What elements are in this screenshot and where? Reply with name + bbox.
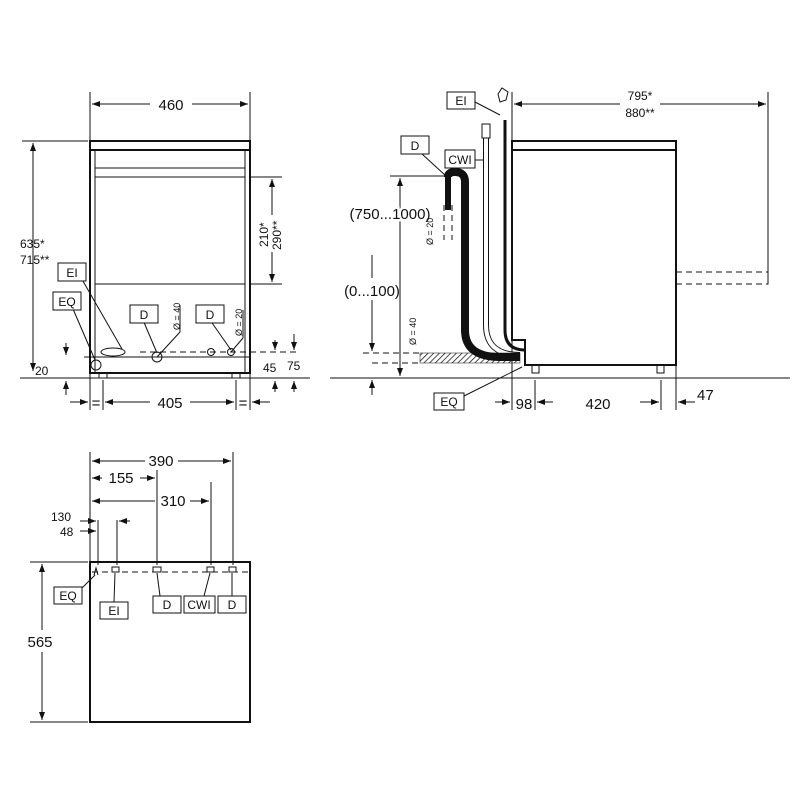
equipotential-terminal <box>90 359 102 371</box>
dimension-155: 155 <box>108 470 133 487</box>
label-electric-inlet: EI <box>66 266 77 280</box>
height-dimension-tall: 715** <box>20 253 50 267</box>
drain-diameter-20-label: Ø = 20 <box>425 218 435 245</box>
drain-outlet-small <box>207 348 215 356</box>
dimension-98: 98 <box>516 396 533 413</box>
panel-dimension-tall: 290** <box>270 220 284 250</box>
drain-diameter-40-label: Ø = 40 <box>408 318 418 345</box>
label-equipotential-plan: EQ <box>59 589 76 603</box>
power-cable <box>503 120 526 352</box>
dimension-390: 390 <box>148 453 173 470</box>
label-equipotential: EQ <box>58 295 75 309</box>
floor-drain-range: (0...100) <box>344 283 400 300</box>
drain-height-range: (750...1000) <box>350 206 431 223</box>
dimension-565: 565 <box>27 634 52 651</box>
plan-view: 390 155 310 130 48 565 EQ EI D <box>27 452 251 723</box>
label-drain-plan-2: D <box>228 598 237 612</box>
height-dimension-standard: 635* <box>20 237 45 251</box>
label-drain-2: D <box>206 308 215 322</box>
label-drain-1: D <box>140 308 149 322</box>
feet-spacing-dimension: 405 <box>157 395 182 412</box>
front-cabinet <box>89 140 251 374</box>
dimension-420: 420 <box>585 396 610 413</box>
side-view: 795* 880** EI D CWI EQ <box>330 87 790 413</box>
diameter-40-label: Ø = 40 <box>172 303 182 330</box>
depth-dimension-tall: 880** <box>625 106 655 120</box>
label-electric-inlet-plan: EI <box>108 604 119 618</box>
plan-cabinet <box>89 561 251 723</box>
label-equipotential-side: EQ <box>440 395 457 409</box>
drain-hose <box>445 168 520 360</box>
front-view: 460 635* 715** 210* 290** <box>20 92 310 412</box>
label-electric-inlet-side: EI <box>455 94 466 108</box>
depth-dimension-standard: 795* <box>628 89 653 103</box>
equipotential-marker-icon <box>93 566 99 576</box>
dimension-130: 130 <box>51 510 71 524</box>
panel-dimension-standard: 210* <box>257 222 271 247</box>
dimension-45: 45 <box>263 361 277 375</box>
side-cabinet <box>511 140 677 366</box>
dimension-310: 310 <box>160 493 185 510</box>
diameter-20-label: Ø = 20 <box>234 309 244 336</box>
equal-spacing-left: = <box>92 395 101 412</box>
label-drain-side: D <box>411 139 420 153</box>
label-drain-plan-1: D <box>163 598 172 612</box>
dimension-75: 75 <box>287 359 301 373</box>
hose-connector-icon <box>481 123 491 139</box>
cold-water-hose <box>484 138 521 357</box>
equal-spacing-right: = <box>239 395 248 412</box>
dimension-47: 47 <box>697 387 714 404</box>
dimension-20: 20 <box>35 364 49 378</box>
width-dimension: 460 <box>158 97 183 114</box>
label-cold-water-inlet-plan: CWI <box>187 598 210 612</box>
label-cold-water-inlet: CWI <box>448 153 471 167</box>
power-plug-icon <box>497 87 509 103</box>
electric-inlet-slot <box>100 347 126 357</box>
drain-outlet-20 <box>227 348 235 356</box>
dimension-48: 48 <box>60 525 74 539</box>
